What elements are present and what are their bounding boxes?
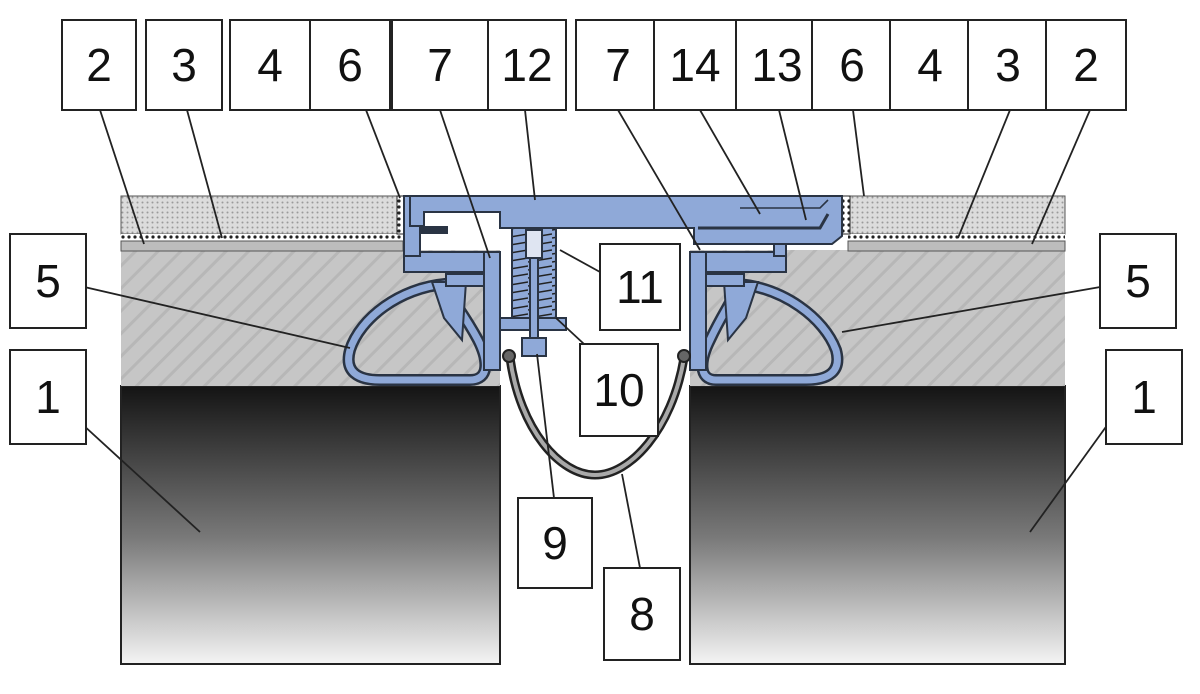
callout-c11: 11 bbox=[599, 243, 681, 331]
callout-number: 9 bbox=[542, 517, 568, 569]
callout-c12: 12 bbox=[487, 19, 567, 111]
callout-box bbox=[599, 243, 681, 331]
callout-box bbox=[487, 19, 567, 111]
callout-number: 4 bbox=[257, 39, 283, 91]
callout-box bbox=[579, 343, 659, 437]
callout-box bbox=[967, 19, 1049, 111]
callout-c4-left: 4 bbox=[229, 19, 311, 111]
callout-box bbox=[1105, 349, 1183, 445]
cover-plate bbox=[409, 195, 843, 245]
callout-c6-right: 6 bbox=[811, 19, 893, 111]
left-anchor-loop bbox=[342, 277, 492, 386]
callout-number: 6 bbox=[839, 39, 865, 91]
callout-c8: 8 bbox=[603, 567, 681, 661]
callout-c1-right: 1 bbox=[1105, 349, 1183, 445]
callout-c4-right: 4 bbox=[889, 19, 971, 111]
callout-box bbox=[1099, 233, 1177, 329]
callout-box bbox=[603, 567, 681, 661]
right-pavement-layer bbox=[847, 195, 1066, 235]
callout-c10: 10 bbox=[579, 343, 659, 437]
callout-c3-left: 3 bbox=[145, 19, 223, 111]
callout-box bbox=[1045, 19, 1127, 111]
callout-box bbox=[309, 19, 391, 111]
left-waterproof-film bbox=[121, 234, 403, 241]
callout-box bbox=[735, 19, 819, 111]
callout-c6-left: 6 bbox=[309, 19, 391, 111]
callout-number: 13 bbox=[751, 39, 802, 91]
callout-c7-right: 7 bbox=[575, 19, 661, 111]
callout-box bbox=[229, 19, 311, 111]
callout-number: 1 bbox=[35, 371, 61, 423]
callout-c7-left: 7 bbox=[391, 19, 489, 111]
callout-c2-right: 2 bbox=[1045, 19, 1127, 111]
callout-number: 12 bbox=[501, 39, 552, 91]
callout-number: 1 bbox=[1131, 371, 1157, 423]
callout-box bbox=[61, 19, 137, 111]
callout-c1-left: 1 bbox=[9, 349, 87, 445]
right-anchor-loop bbox=[696, 277, 844, 386]
callout-number: 6 bbox=[337, 39, 363, 91]
callout-number: 11 bbox=[616, 261, 664, 313]
callout-c9: 9 bbox=[517, 497, 593, 589]
callout-number: 8 bbox=[629, 588, 655, 640]
callout-number: 4 bbox=[917, 39, 943, 91]
callout-c13: 13 bbox=[735, 19, 819, 111]
callout-number: 5 bbox=[35, 255, 61, 307]
callout-c2-left: 2 bbox=[61, 19, 137, 111]
callout-number: 5 bbox=[1125, 255, 1151, 307]
callout-number: 3 bbox=[171, 39, 197, 91]
callout-box bbox=[517, 497, 593, 589]
left-pavement-layer bbox=[120, 195, 404, 235]
bolt-assembly bbox=[499, 227, 567, 357]
callout-box bbox=[145, 19, 223, 111]
callout-number: 3 bbox=[995, 39, 1021, 91]
callout-number: 2 bbox=[86, 39, 112, 91]
left-base-layer bbox=[120, 240, 404, 252]
right-waterproof-film bbox=[848, 234, 1065, 241]
callout-number: 14 bbox=[669, 39, 720, 91]
right-lower-slab bbox=[689, 385, 1066, 665]
callout-c3-right: 3 bbox=[967, 19, 1049, 111]
callout-number: 7 bbox=[427, 39, 453, 91]
callout-number: 10 bbox=[593, 364, 644, 416]
callout-box bbox=[811, 19, 893, 111]
callout-box bbox=[575, 19, 661, 111]
rubber-seal bbox=[502, 349, 691, 480]
callout-box bbox=[9, 349, 87, 445]
callout-box bbox=[653, 19, 737, 111]
callout-box bbox=[391, 19, 489, 111]
callout-c5-right: 5 bbox=[1099, 233, 1177, 329]
left-lower-slab bbox=[120, 385, 501, 665]
callout-c14: 14 bbox=[653, 19, 737, 111]
callout-c5-left: 5 bbox=[9, 233, 87, 329]
callout-number: 7 bbox=[605, 39, 631, 91]
callout-number: 2 bbox=[1073, 39, 1099, 91]
leader-lines bbox=[79, 109, 1109, 569]
right-base-layer bbox=[847, 240, 1066, 252]
callout-box bbox=[9, 233, 87, 329]
